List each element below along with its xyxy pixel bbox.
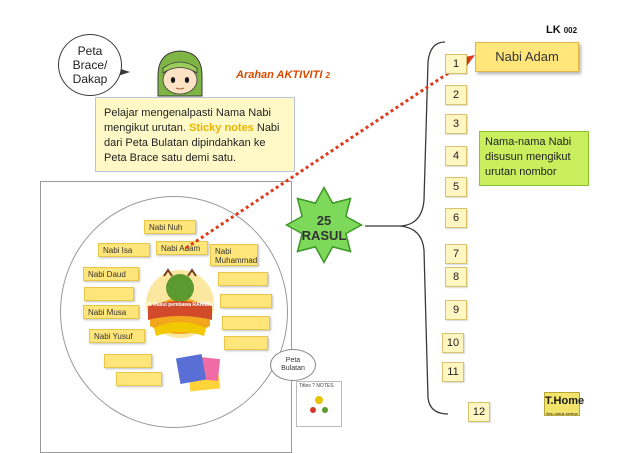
number-box-3[interactable]: 3 <box>445 114 467 134</box>
blank-note[interactable] <box>104 354 152 368</box>
note-nabi-daud[interactable]: Nabi Daud <box>83 267 139 281</box>
peta-bulatan-thumbnail: Titles ? NOTES <box>296 381 342 427</box>
number-box-11[interactable]: 11 <box>442 362 464 382</box>
number-box-9[interactable]: 9 <box>445 300 467 320</box>
mascot-icon <box>157 50 203 97</box>
number-box-4[interactable]: 4 <box>445 146 467 166</box>
logo-text: 25 Rasul pembawa RAHMAT <box>146 302 213 308</box>
number-box-1[interactable]: 1 <box>445 54 467 74</box>
blank-note[interactable] <box>222 316 270 330</box>
number-box-2[interactable]: 2 <box>445 85 467 105</box>
rasul-star <box>285 186 363 264</box>
note-nabi-nuh[interactable]: Nabi Nuh <box>144 220 196 234</box>
note-nabi-isa[interactable]: Nabi Isa <box>98 243 150 257</box>
arahan-title: Arahan AKTIVITI 2 <box>236 69 330 81</box>
note-nabi-muhammad[interactable]: Nabi Muhammad <box>210 244 258 266</box>
brace-line <box>399 41 449 415</box>
instruction-box: Pelajar mengenalpasti Nama Nabi mengikut… <box>95 97 295 172</box>
peta-brace-bubble: Peta Brace/ Dakap <box>58 34 122 96</box>
blank-note[interactable] <box>224 336 268 350</box>
blank-note[interactable] <box>84 287 134 301</box>
number-box-10[interactable]: 10 <box>442 333 464 353</box>
arrow-line <box>185 58 469 250</box>
blank-note[interactable] <box>218 272 268 286</box>
note-nabi-yusuf[interactable]: Nabi Yusuf <box>89 329 145 343</box>
thome-logo: T.Home ilmu untuk semua <box>544 392 584 416</box>
number-box-12[interactable]: 12 <box>468 402 490 422</box>
number-box-7[interactable]: 7 <box>445 244 467 264</box>
placed-note-nabi-adam[interactable]: Nabi Adam <box>475 42 579 72</box>
number-box-6[interactable]: 6 <box>445 208 467 228</box>
number-box-5[interactable]: 5 <box>445 177 467 197</box>
note-nabi-adam[interactable]: Nabi Adam <box>156 241 208 255</box>
rasul-logo: 25 Rasul pembawa RAHMAT <box>146 268 214 338</box>
note-nabi-musa[interactable]: Nabi Musa <box>83 305 139 319</box>
thumb-shapes-icon <box>310 396 328 413</box>
sticky-notes-icon <box>175 353 221 392</box>
number-box-8[interactable]: 8 <box>445 267 467 287</box>
explanation-note: Nama-nama Nabi disusun mengikut urutan n… <box>479 131 589 186</box>
peta-bulatan-bubble: Peta Bulatan <box>270 349 316 381</box>
blank-note[interactable] <box>220 294 272 308</box>
lk-code: LK 002 <box>546 24 578 36</box>
blank-note[interactable] <box>116 372 162 386</box>
star-label: 25 RASUL <box>301 213 347 243</box>
